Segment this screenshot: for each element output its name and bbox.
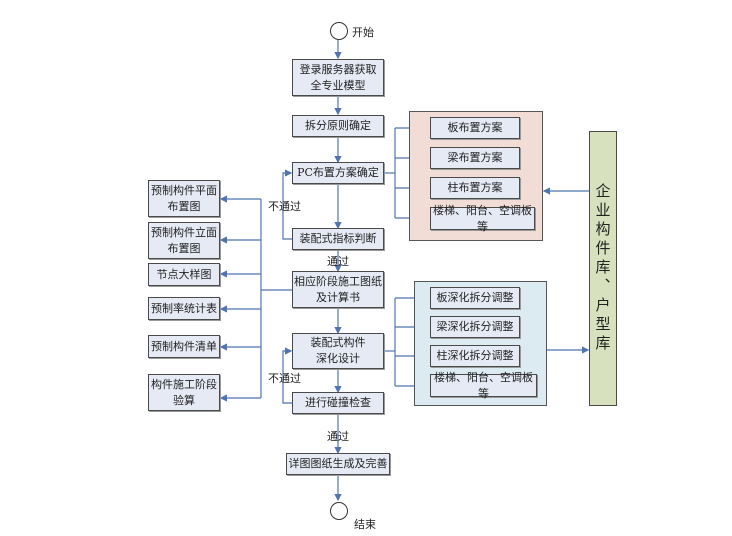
pass-label-2: 通过 [327, 430, 349, 443]
output-item: 预制构件立面 布置图 [148, 222, 220, 259]
node-detail-drawings-text: 详图图纸生成及完善 [288, 457, 388, 470]
node-split-principle: 拆分原则确定 [292, 115, 384, 137]
deepening-item: 柱深化拆分调整 [430, 345, 520, 367]
layout-plan-item: 板布置方案 [430, 117, 520, 139]
pass-label-1: 通过 [327, 255, 349, 268]
output-text: 预制率统计表 [151, 301, 217, 315]
deepening-item: 梁深化拆分调整 [430, 316, 520, 338]
node-login: 登录服务器获取 全专业模型 [292, 59, 384, 96]
layout-plan-text: 楼梯、阳台、空调板等 [433, 203, 532, 233]
output-item: 预制率统计表 [148, 297, 220, 320]
edge-fail-loop-2 [282, 347, 293, 404]
node-index-judge-text: 装配式指标判断 [299, 232, 377, 245]
fail-label-1: 不通过 [268, 200, 301, 213]
output-item: 构件施工阶段 验算 [148, 374, 220, 411]
layout-plan-text: 板布置方案 [447, 121, 503, 134]
output-item: 节点大样图 [148, 263, 220, 286]
deepening-text: 柱深化拆分调整 [436, 349, 514, 362]
node-detail-drawings: 详图图纸生成及完善 [286, 453, 390, 475]
end-node [330, 502, 348, 520]
deepening-text: 板深化拆分调整 [436, 291, 514, 304]
layout-plan-item: 柱布置方案 [430, 177, 520, 199]
output-item: 预制构件平面 布置图 [148, 180, 220, 217]
fail-label-2: 不通过 [268, 372, 301, 385]
layout-plan-item: 梁布置方案 [430, 147, 520, 169]
layout-plan-text: 柱布置方案 [447, 181, 503, 194]
node-index-judge: 装配式指标判断 [292, 228, 384, 250]
output-text: 预制构件清单 [151, 339, 217, 353]
output-text: 预制构件立面 布置图 [151, 225, 217, 255]
component-library: 企业构件库、户型库 [589, 131, 617, 406]
component-library-text: 企业构件库、户型库 [593, 183, 612, 354]
node-pc-layout: PC布置方案确定 [292, 162, 384, 184]
layout-plan-text: 梁布置方案 [447, 151, 503, 164]
layout-plan-item: 楼梯、阳台、空调板等 [430, 204, 535, 233]
start-node [330, 22, 348, 40]
node-split-principle-text: 拆分原则确定 [305, 119, 371, 132]
deepening-text: 楼梯、阳台、空调板等 [434, 370, 533, 400]
output-item: 预制构件清单 [148, 335, 220, 358]
node-clash-check: 进行碰撞检查 [292, 392, 384, 414]
start-label: 开始 [352, 26, 374, 39]
node-stage-drawings: 相应阶段施工图纸 及计算书 [292, 271, 384, 308]
node-component-design-text: 装配式构件 深化设计 [310, 336, 366, 365]
node-pc-layout-text: PC布置方案确定 [297, 166, 379, 179]
output-text: 预制构件平面 布置图 [151, 183, 217, 213]
node-login-text: 登录服务器获取 全专业模型 [299, 62, 377, 92]
output-text: 节点大样图 [156, 267, 212, 281]
node-clash-check-text: 进行碰撞检查 [305, 396, 371, 409]
edge-fail-loop-1 [282, 169, 293, 240]
end-label: 结束 [354, 518, 376, 531]
deepening-text: 梁深化拆分调整 [436, 320, 514, 333]
deepening-item: 板深化拆分调整 [430, 287, 520, 309]
output-text: 构件施工阶段 验算 [151, 377, 217, 407]
deepening-item: 楼梯、阳台、空调板等 [430, 371, 537, 400]
node-stage-drawings-text: 相应阶段施工图纸 及计算书 [294, 274, 382, 304]
node-component-design: 装配式构件 深化设计 [292, 333, 384, 369]
